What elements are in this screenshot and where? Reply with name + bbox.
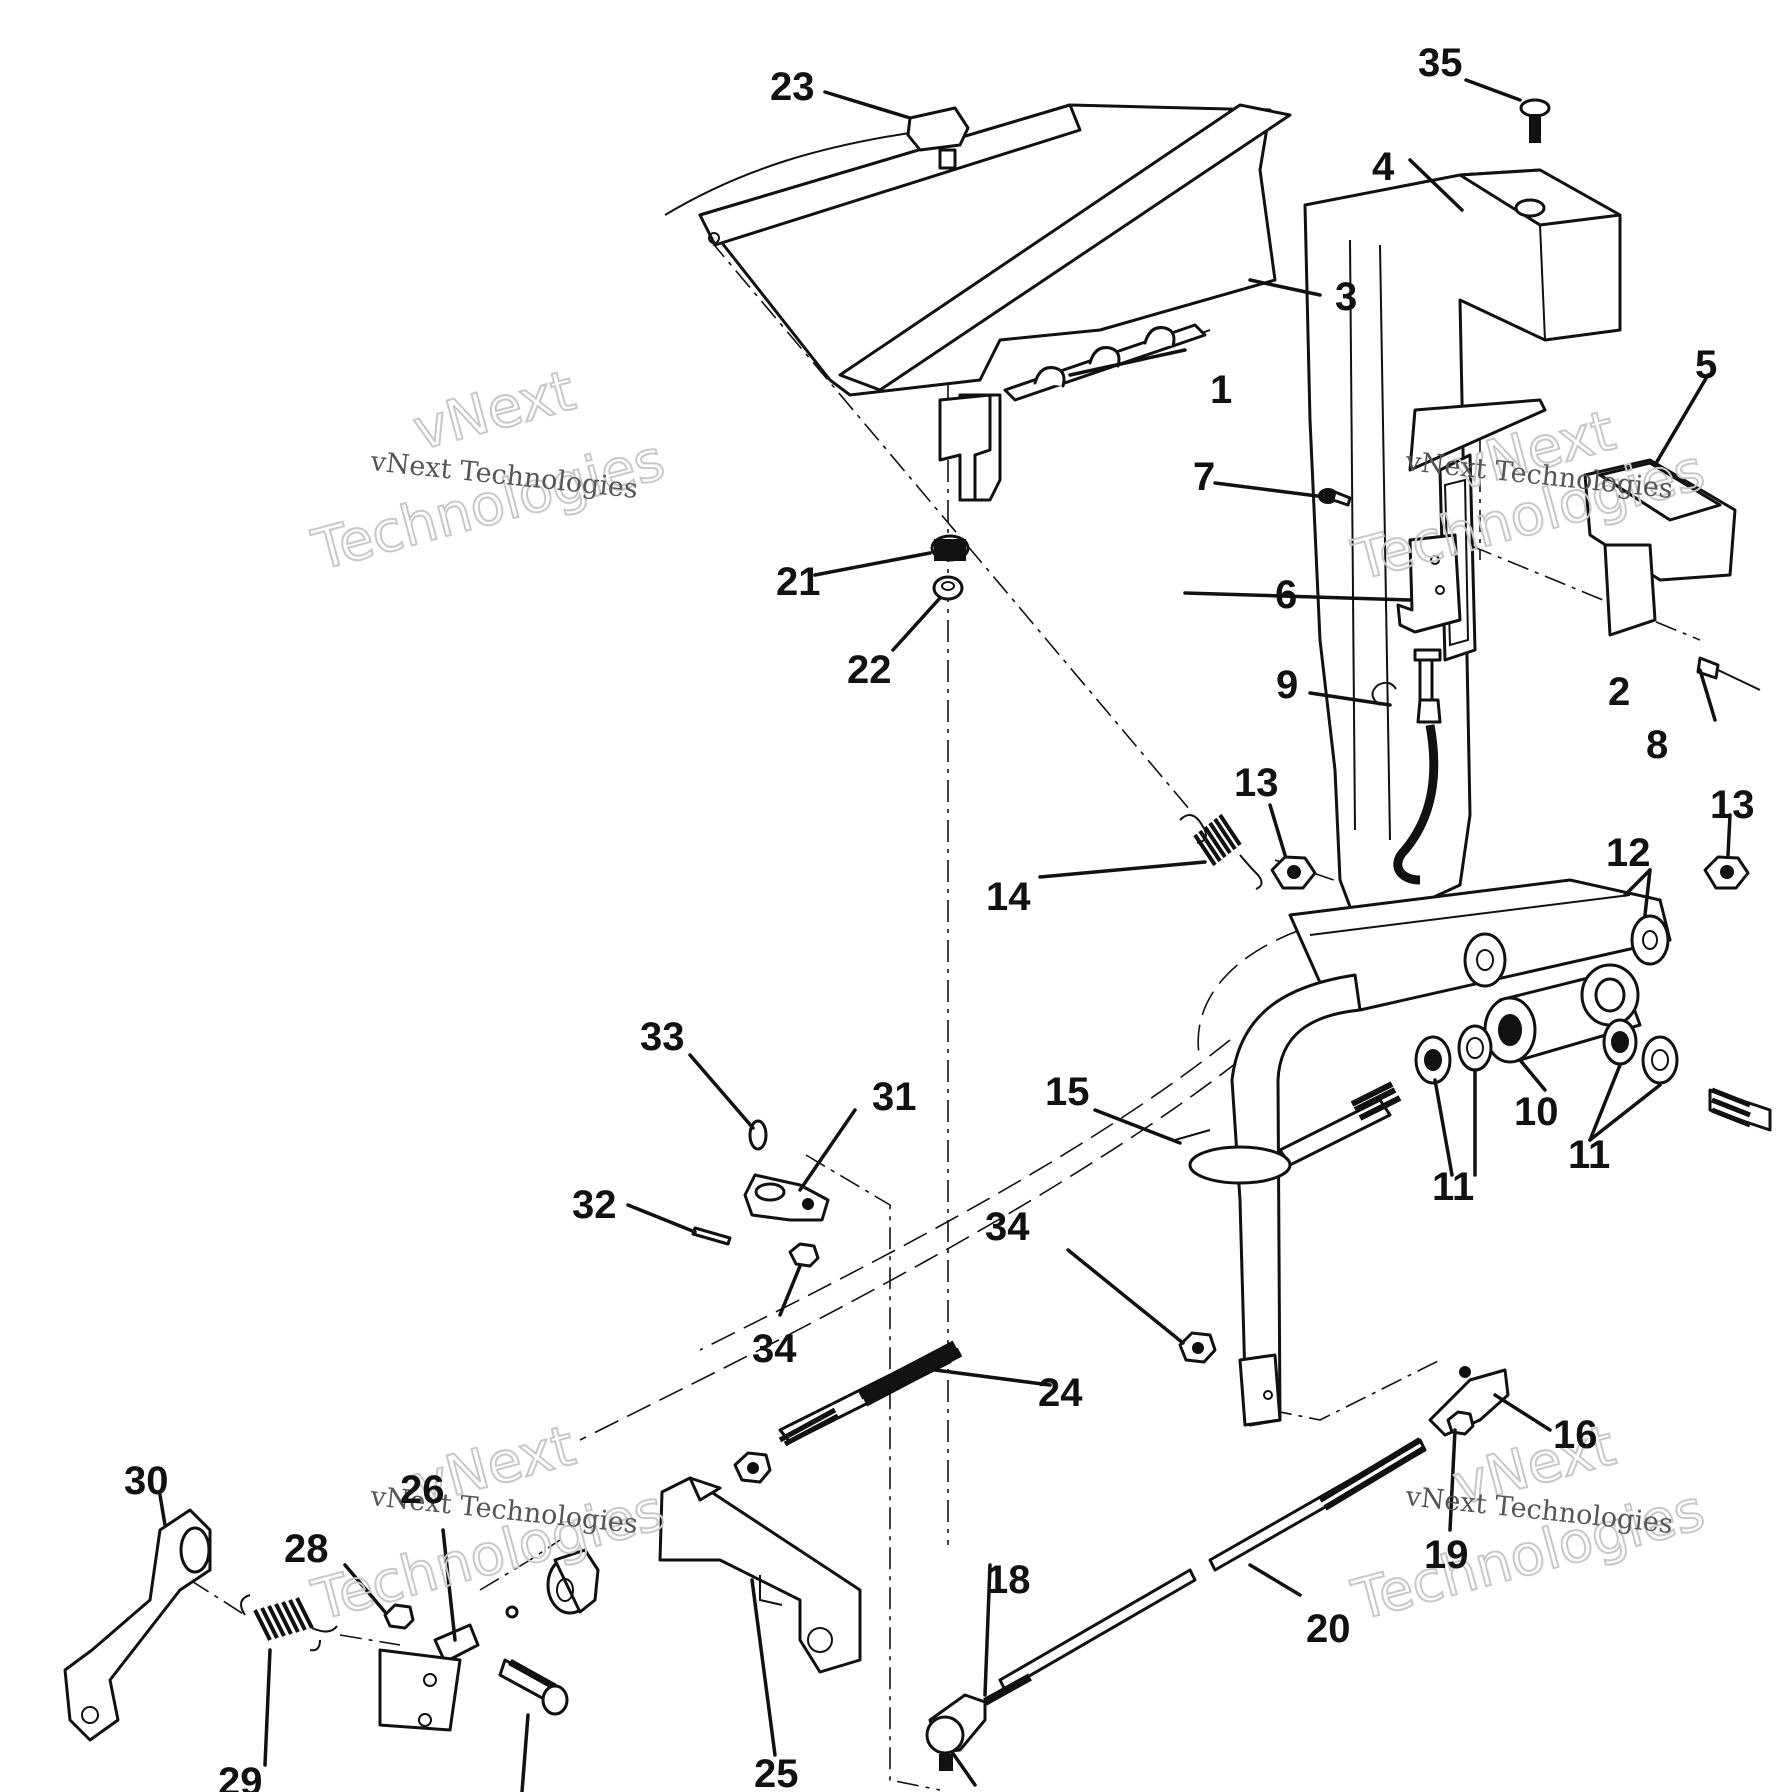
cable-9	[1371, 648, 1442, 885]
callout-15: 15	[1045, 1070, 1090, 1114]
pivot-10	[1483, 963, 1642, 1064]
callout-13b: 13	[1710, 783, 1755, 827]
pin-8	[1696, 656, 1761, 691]
joint-16	[1428, 1366, 1510, 1437]
nut-34-right	[1178, 1331, 1217, 1364]
nut-28	[383, 1603, 415, 1630]
washers-12	[1463, 914, 1670, 988]
callout-12: 12	[1606, 831, 1651, 875]
seat-plate-assembly	[698, 103, 1292, 502]
joint-18	[925, 1673, 1032, 1771]
watermark-brand: vNext	[407, 358, 582, 463]
callout-numbers: 1 2 3 4 5 6 7 8 9 10 11 11 12 13 13 14 1…	[124, 41, 1755, 1792]
bracket-25	[658, 1476, 862, 1674]
rod-24	[733, 1340, 963, 1484]
callout-13a: 13	[1234, 761, 1279, 805]
callout-34a: 34	[752, 1327, 797, 1371]
callout-2: 2	[1608, 670, 1630, 714]
lever-30	[63, 1508, 212, 1742]
callout-8: 8	[1646, 723, 1668, 767]
callout-28: 28	[284, 1527, 329, 1571]
bolt	[1278, 1081, 1772, 1167]
callout-25: 25	[754, 1752, 799, 1792]
callout-21: 21	[776, 560, 821, 604]
watermark-bottom-right: vNext Technologies vNext Technologies	[1345, 1412, 1712, 1634]
rod-20	[998, 1437, 1427, 1692]
nuts-13	[1270, 855, 1750, 890]
callout-31: 31	[872, 1075, 917, 1119]
leader-lines	[158, 78, 1732, 1787]
callout-20: 20	[1306, 1607, 1351, 1651]
callout-14: 14	[986, 875, 1031, 919]
callout-19: 19	[1424, 1533, 1469, 1577]
bushing	[505, 1548, 600, 1619]
knob-23	[664, 106, 970, 216]
callout-9: 9	[1276, 663, 1298, 707]
callout-26: 26	[400, 1468, 445, 1512]
callout-33: 33	[640, 1015, 685, 1059]
callout-3: 3	[1335, 275, 1357, 319]
bolt-27	[498, 1658, 569, 1792]
nut-21-spacer-22	[930, 534, 970, 601]
callout-6: 6	[1275, 573, 1297, 617]
watermark-top-left: vNext Technologies vNext Technologies	[305, 357, 672, 584]
callout-35: 35	[1418, 41, 1463, 85]
watermark-word: Technologies	[306, 428, 671, 584]
ring-15	[1174, 1129, 1292, 1185]
lever-31	[743, 1173, 830, 1222]
callout-16: 16	[1553, 1413, 1598, 1457]
cover-4-and-bracket-2	[1303, 168, 1622, 922]
callout-29: 29	[218, 1760, 263, 1792]
spring-29	[240, 1594, 338, 1652]
callout-23: 23	[770, 65, 815, 109]
callout-30: 30	[124, 1459, 169, 1503]
clevis-26	[378, 1623, 480, 1732]
nut-34-left	[788, 1242, 820, 1268]
callout-18: 18	[986, 1558, 1031, 1602]
pin-32	[691, 1226, 732, 1246]
callout-11a: 11	[1432, 1165, 1474, 1209]
callout-11b: 11	[1568, 1133, 1610, 1177]
spring-14	[1179, 813, 1263, 890]
callout-34b: 34	[985, 1205, 1030, 1249]
callout-22: 22	[847, 648, 892, 692]
callout-4: 4	[1372, 145, 1395, 189]
bracket-6	[1396, 533, 1462, 634]
callout-10: 10	[1514, 1090, 1559, 1134]
callout-7: 7	[1193, 455, 1215, 499]
screw-7	[1318, 488, 1352, 507]
screw-35	[1519, 98, 1551, 143]
watermark-bottom-left: vNext Technologies vNext Technologies	[305, 1412, 672, 1634]
callout-1: 1	[1210, 368, 1232, 412]
grip-5	[1583, 458, 1737, 637]
callout-5: 5	[1695, 343, 1717, 387]
callout-32: 32	[572, 1183, 617, 1227]
callout-24: 24	[1038, 1371, 1083, 1415]
